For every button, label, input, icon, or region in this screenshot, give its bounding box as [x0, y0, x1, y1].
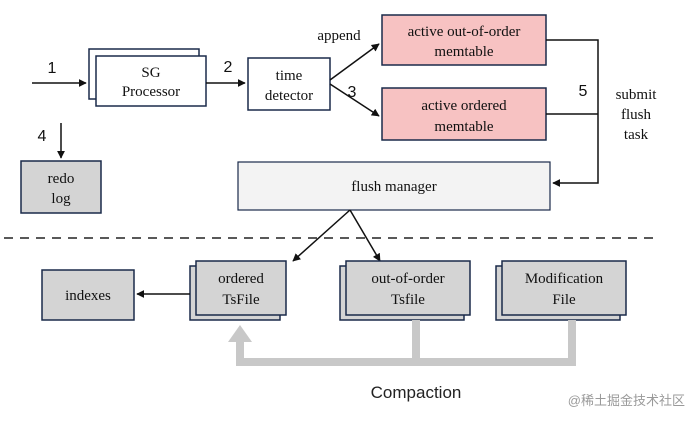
compaction-flow: [228, 320, 576, 366]
compaction-arrowhead: [228, 325, 252, 342]
flush-manager-label: flush manager: [351, 179, 436, 195]
time-detector-line-1: time: [276, 68, 303, 84]
step-2-label: 2: [224, 59, 233, 76]
submit-label-line-2: flush: [621, 107, 652, 123]
modification-file-node: Modification File: [495, 260, 627, 321]
step-4-label: 4: [38, 128, 47, 145]
step-5-label: 5: [579, 83, 588, 100]
arrow-to-out-of-order-memtable: [329, 43, 380, 81]
arrow-to-out-of-order-tsfile: [349, 209, 381, 262]
ordered-memtable-line-2: memtable: [434, 119, 493, 135]
indexes-node: indexes: [41, 269, 135, 321]
redo-log-line-1: redo: [48, 171, 75, 187]
flush-manager-node: flush manager: [237, 161, 551, 211]
out-of-order-memtable-line-2: memtable: [434, 44, 493, 60]
active-ordered-memtable-node: active ordered memtable: [381, 87, 547, 141]
time-detector-line-2: detector: [265, 88, 313, 104]
submit-label-line-1: submit: [616, 87, 658, 103]
ordered-tsfile-node: ordered TsFile: [189, 260, 287, 321]
indexes-label: indexes: [65, 288, 111, 304]
out-of-order-tsfile-line-1: out-of-order: [371, 271, 444, 287]
out-of-order-tsfile-line-2: Tsfile: [391, 292, 425, 308]
compaction-label: Compaction: [371, 383, 462, 402]
redo-log-line-2: log: [51, 191, 71, 207]
redo-log-node: redo log: [20, 160, 102, 214]
out-of-order-tsfile-node: out-of-order Tsfile: [339, 260, 471, 321]
step-1-label: 1: [48, 60, 57, 77]
submit-label-line-3: task: [624, 127, 649, 143]
arrow-to-ordered-tsfile: [292, 209, 351, 262]
ordered-memtable-line-1: active ordered: [421, 98, 507, 114]
submit-flush-connector: [546, 39, 599, 187]
sg-processor-line-1: SG: [141, 65, 160, 81]
watermark: @稀土掘金技术社区: [568, 393, 685, 408]
modification-file-line-1: Modification: [525, 271, 604, 287]
sg-processor-node: SG Processor: [88, 48, 207, 107]
arrow-to-ordered-memtable: [329, 83, 380, 117]
time-detector-node: time detector: [247, 57, 331, 111]
sg-processor-line-2: Processor: [122, 84, 180, 100]
append-label: append: [317, 28, 361, 44]
out-of-order-memtable-line-1: active out-of-order: [408, 24, 521, 40]
modification-file-line-2: File: [552, 292, 576, 308]
active-out-of-order-memtable-node: active out-of-order memtable: [381, 14, 547, 66]
ordered-tsfile-line-1: ordered: [218, 271, 264, 287]
ordered-tsfile-line-2: TsFile: [222, 292, 260, 308]
step-3-label: 3: [348, 84, 357, 101]
